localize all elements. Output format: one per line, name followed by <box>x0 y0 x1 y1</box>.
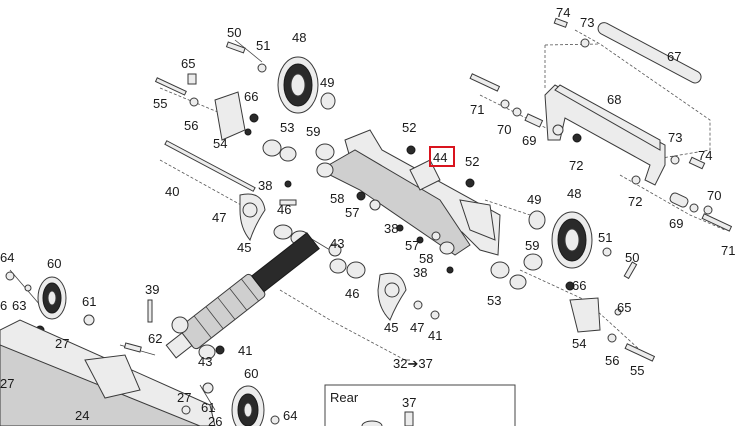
callout-72[interactable]: 72 <box>628 194 642 209</box>
callout-38[interactable]: 38 <box>258 178 272 193</box>
callout-45[interactable]: 45 <box>237 240 251 255</box>
slide-rail-group <box>0 271 280 426</box>
callout-50[interactable]: 50 <box>625 250 639 265</box>
inset-title: Rear <box>330 390 359 405</box>
callout-38[interactable]: 38 <box>413 265 427 280</box>
callout-60[interactable]: 60 <box>244 366 258 381</box>
callout-72[interactable]: 72 <box>569 158 583 173</box>
callout-55[interactable]: 55 <box>153 96 167 111</box>
callout-70[interactable]: 70 <box>707 188 721 203</box>
range-callout[interactable]: 32➔37 <box>393 356 433 371</box>
callout-58[interactable]: 58 <box>419 251 433 266</box>
rear-idler-group <box>490 210 656 362</box>
callout-59[interactable]: 59 <box>306 124 320 139</box>
rear-arm <box>469 17 733 232</box>
callout-53[interactable]: 53 <box>280 120 294 135</box>
callout-56[interactable]: 56 <box>605 353 619 368</box>
callout-61[interactable]: 61 <box>201 400 215 415</box>
callout-52[interactable]: 52 <box>465 154 479 169</box>
rear-inset: Rear <box>324 384 516 426</box>
callout-70[interactable]: 70 <box>497 122 511 137</box>
callout-60[interactable]: 60 <box>47 256 61 271</box>
callout-27[interactable]: 27 <box>0 376 14 391</box>
callout-73[interactable]: 73 <box>580 15 594 30</box>
callout-65[interactable]: 65 <box>181 56 195 71</box>
callout-57[interactable]: 57 <box>345 205 359 220</box>
callout-49[interactable]: 49 <box>320 75 334 90</box>
callout-46[interactable]: 46 <box>277 202 291 217</box>
swing-arm <box>316 129 501 256</box>
callout-52[interactable]: 52 <box>402 120 416 135</box>
callout-66[interactable]: 66 <box>572 278 586 293</box>
callout-48[interactable]: 48 <box>292 30 306 45</box>
callout-47[interactable]: 47 <box>212 210 226 225</box>
callout-50[interactable]: 50 <box>227 25 241 40</box>
callout-59[interactable]: 59 <box>525 238 539 253</box>
highlighted-part-box[interactable] <box>429 146 455 167</box>
part-callouts: 74 73 67 50 51 48 65 49 55 66 56 53 54 5… <box>0 5 735 426</box>
callout-45[interactable]: 45 <box>384 320 398 335</box>
callout-71[interactable]: 71 <box>470 102 484 117</box>
callout-41[interactable]: 41 <box>428 328 442 343</box>
callout-69[interactable]: 69 <box>522 133 536 148</box>
callout-61[interactable]: 61 <box>82 294 96 309</box>
front-idler-group <box>154 41 336 162</box>
callout-43[interactable]: 43 <box>330 236 344 251</box>
callout-74[interactable]: 74 <box>556 5 570 20</box>
callout-54[interactable]: 54 <box>572 336 586 351</box>
callout-51[interactable]: 51 <box>256 38 270 53</box>
callout-71[interactable]: 71 <box>721 243 735 258</box>
callout-74[interactable]: 74 <box>698 148 712 163</box>
callout-58[interactable]: 58 <box>330 191 344 206</box>
callout-37[interactable]: 37 <box>402 395 416 410</box>
callout-41[interactable]: 41 <box>238 343 252 358</box>
callout-64[interactable]: 64 <box>0 250 14 265</box>
callout-62[interactable]: 62 <box>148 331 162 346</box>
callout-48[interactable]: 48 <box>567 186 581 201</box>
callout-64[interactable]: 64 <box>283 408 297 423</box>
callout-69[interactable]: 69 <box>669 216 683 231</box>
callout-57[interactable]: 57 <box>405 238 419 253</box>
callout-63[interactable]: 63 <box>12 298 26 313</box>
callout-39[interactable]: 39 <box>145 282 159 297</box>
callout-47[interactable]: 47 <box>410 320 424 335</box>
callout-24[interactable]: 24 <box>75 408 89 423</box>
callout-68[interactable]: 68 <box>607 92 621 107</box>
shock-absorber <box>164 140 455 359</box>
callout-54[interactable]: 54 <box>213 136 227 151</box>
callout-66[interactable]: 66 <box>244 89 258 104</box>
callout-73[interactable]: 73 <box>668 130 682 145</box>
callout-65[interactable]: 65 <box>617 300 631 315</box>
callout-49[interactable]: 49 <box>527 192 541 207</box>
callout-43[interactable]: 43 <box>198 354 212 369</box>
callout-26[interactable]: 26 <box>208 414 222 426</box>
callout-67[interactable]: 67 <box>667 49 681 64</box>
callout-40[interactable]: 40 <box>165 184 179 199</box>
callout-56[interactable]: 56 <box>184 118 198 133</box>
callout-53[interactable]: 53 <box>487 293 501 308</box>
callout-6[interactable]: 6 <box>0 298 7 313</box>
callout-46[interactable]: 46 <box>345 286 359 301</box>
callout-55[interactable]: 55 <box>630 363 644 378</box>
callout-51[interactable]: 51 <box>598 230 612 245</box>
callout-38[interactable]: 38 <box>384 221 398 236</box>
callout-27[interactable]: 27 <box>177 390 191 405</box>
callout-27[interactable]: 27 <box>55 336 69 351</box>
callout-44[interactable]: 44 <box>433 150 447 165</box>
